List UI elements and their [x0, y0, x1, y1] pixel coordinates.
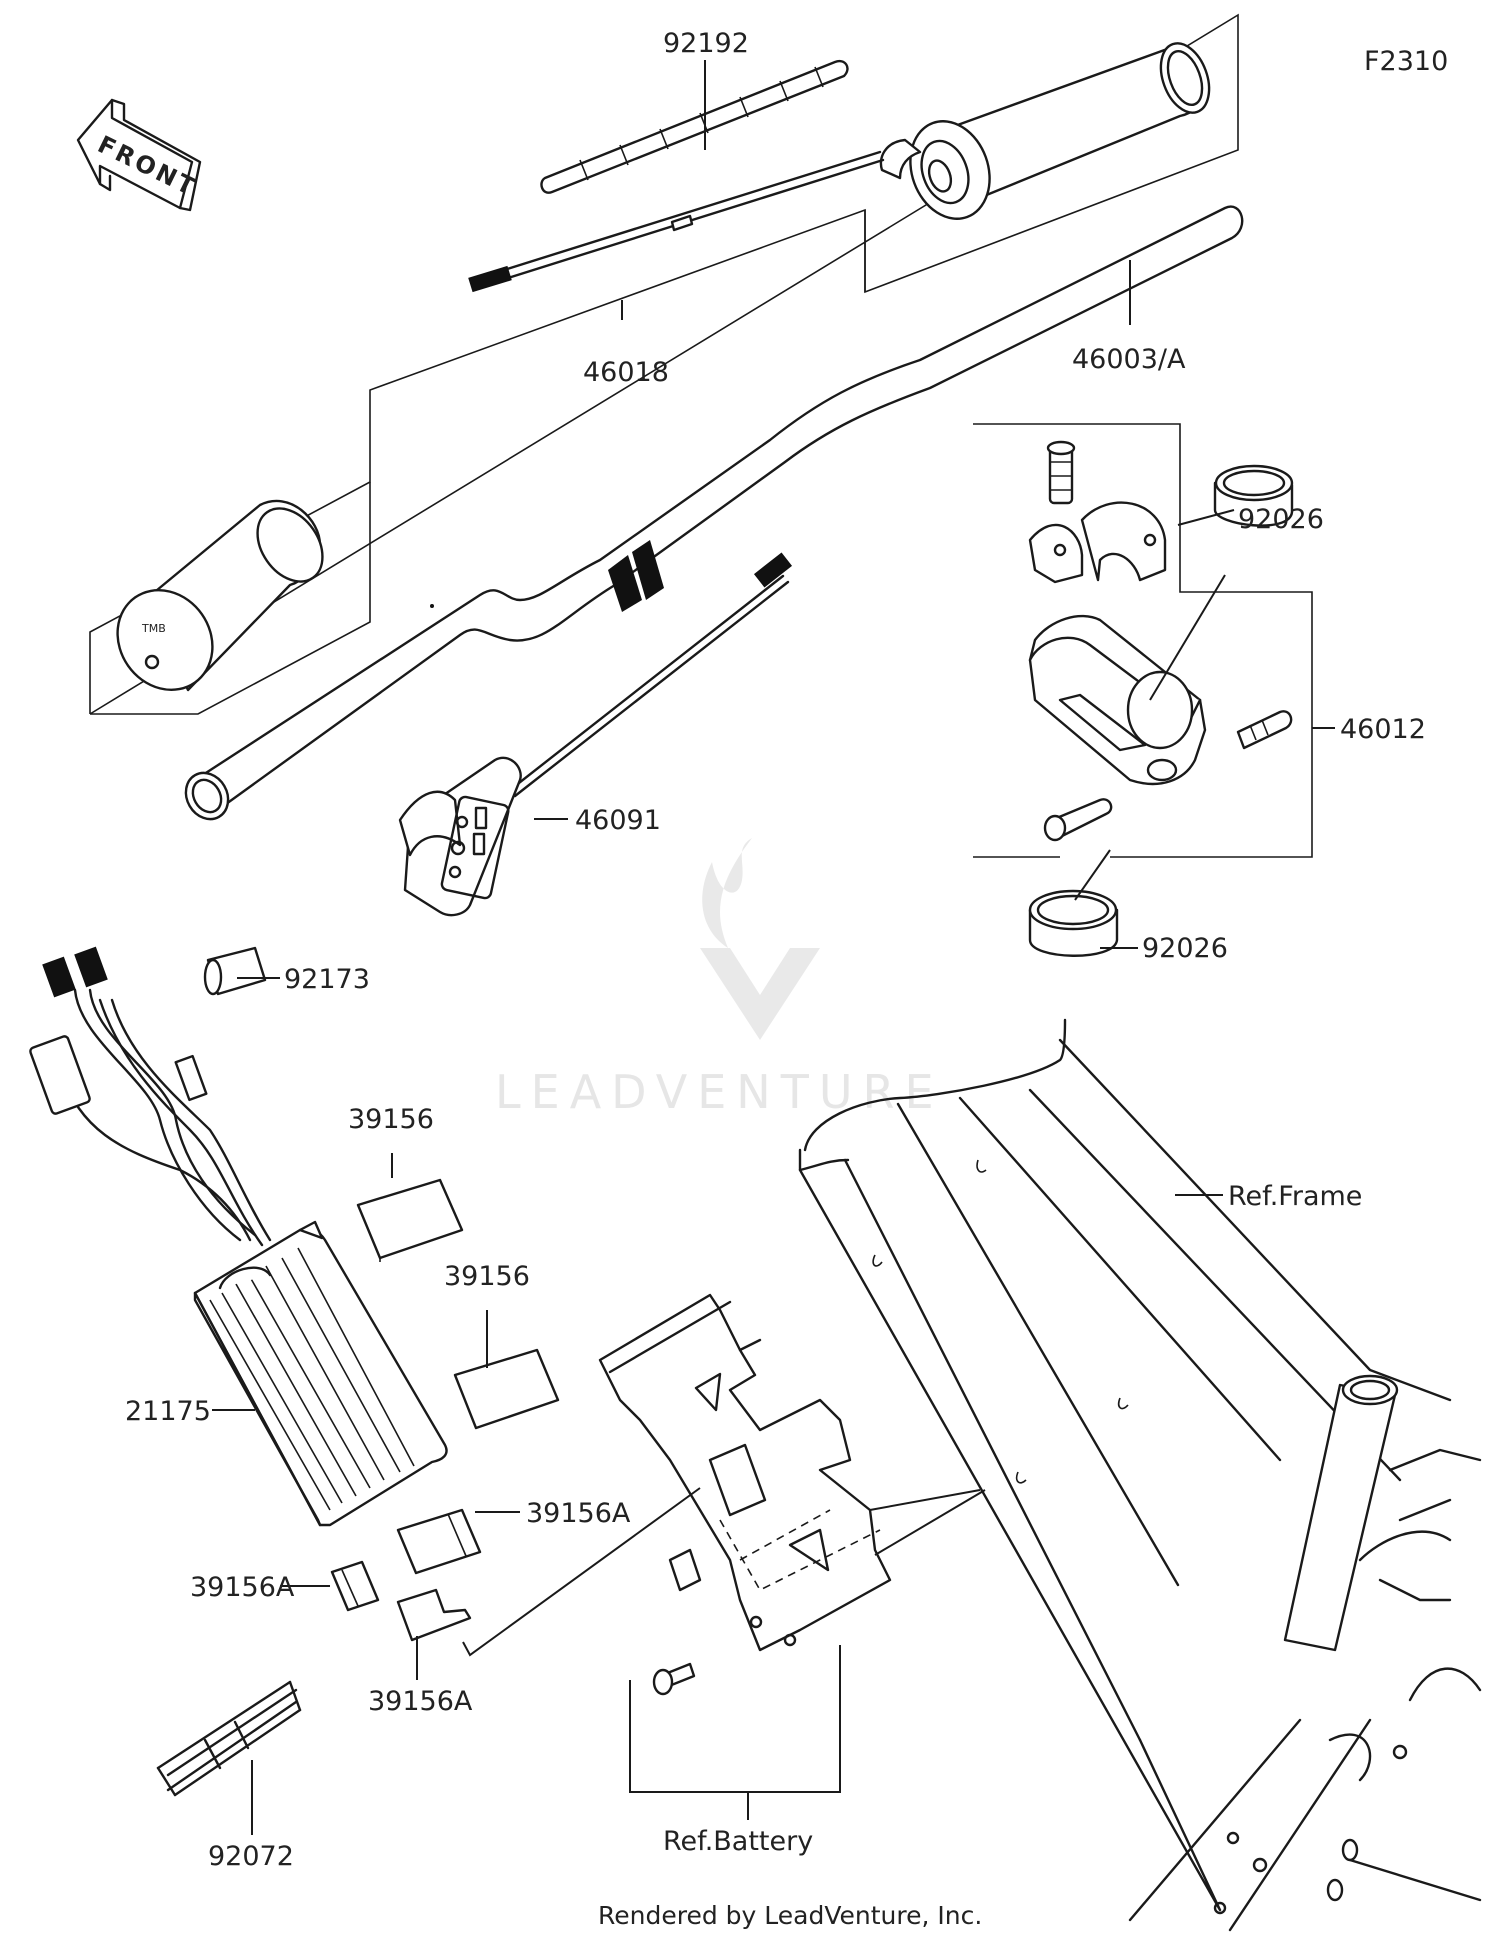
label-46003a: 46003/A	[1072, 344, 1186, 375]
holder-bolt-top	[1046, 440, 1076, 505]
holder-bolt-left	[1043, 798, 1113, 842]
label-46091: 46091	[575, 805, 661, 836]
battery-bolt	[652, 1662, 696, 1696]
left-grip: TMB	[116, 499, 324, 692]
spiral-tube	[540, 59, 849, 194]
callout-labels: 92192 46018 46003/A 92026 46012 46091 92…	[125, 28, 1426, 1872]
pad-39156a-left	[330, 1560, 380, 1612]
label-39156a-right: 39156A	[526, 1498, 631, 1529]
label-92072: 92072	[208, 1841, 294, 1872]
pad-39156a-bottom	[396, 1588, 472, 1642]
holder-assembly-outline	[973, 423, 1313, 858]
throttle-cable	[468, 150, 885, 293]
bushing-top	[1213, 464, 1294, 527]
front-arrow: FRONT	[76, 98, 202, 212]
cap-92173	[203, 946, 267, 996]
label-39156-top: 39156	[348, 1104, 434, 1135]
upper-holder-clamp	[1028, 501, 1167, 584]
label-39156a-left: 39156A	[190, 1572, 295, 1603]
footer-credit: Rendered by LeadVenture, Inc.	[598, 1901, 982, 1930]
controller-21175	[193, 1220, 448, 1527]
label-92026-top: 92026	[1238, 504, 1324, 535]
label-46012: 46012	[1340, 714, 1426, 745]
pad-39156-top	[356, 1178, 464, 1262]
figure-code: F2310	[1364, 46, 1448, 77]
label-46018: 46018	[583, 357, 669, 388]
pad-39156-mid	[453, 1348, 560, 1430]
controller-harness	[29, 946, 272, 1247]
handlebar	[184, 205, 1244, 821]
battery-bracket	[598, 1293, 892, 1652]
frame	[798, 1018, 1482, 1932]
lower-holder	[1028, 614, 1207, 786]
grip-marking: TMB	[141, 622, 166, 635]
label-92026-bottom: 92026	[1142, 933, 1228, 964]
label-92173: 92173	[284, 964, 370, 995]
leader-lines	[212, 60, 1335, 1835]
strap-92072	[156, 1680, 302, 1797]
leadventure-watermark: LEADVENTURE	[495, 838, 944, 1119]
label-ref-battery: Ref.Battery	[663, 1826, 813, 1857]
label-39156a-bottom: 39156A	[368, 1686, 473, 1717]
label-39156-mid: 39156	[444, 1261, 530, 1292]
handlebar-switch	[398, 552, 793, 917]
right-throttle-grip	[879, 42, 1211, 220]
holder-bolt-right	[1236, 710, 1293, 750]
label-21175: 21175	[125, 1396, 211, 1427]
watermark-text: LEADVENTURE	[495, 1065, 944, 1119]
label-92192: 92192	[663, 28, 749, 59]
bushing-bottom	[1028, 889, 1119, 957]
pad-39156a-right	[396, 1508, 482, 1575]
label-ref-frame: Ref.Frame	[1228, 1181, 1362, 1212]
